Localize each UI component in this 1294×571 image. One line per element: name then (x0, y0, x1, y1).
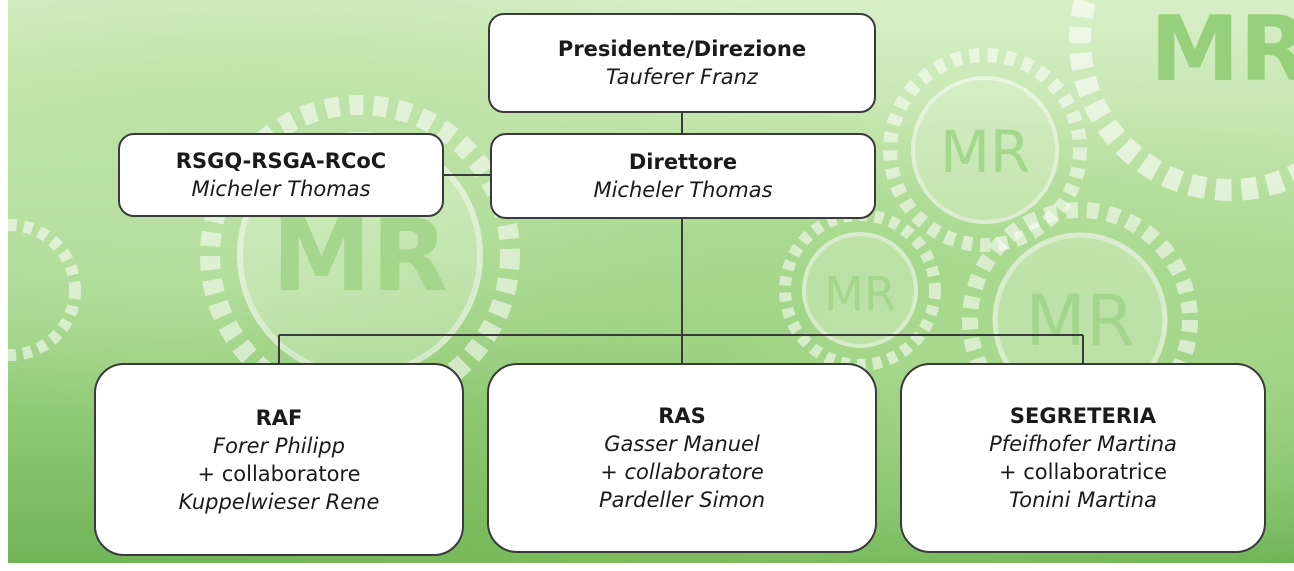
logo-badge-right-top (883, 48, 1087, 252)
director-name: Micheler Thomas (593, 178, 773, 202)
ras-box: RAS Gasser Manuel + collaboratore Pardel… (487, 363, 877, 553)
quality-name: Micheler Thomas (191, 177, 371, 201)
ras-name: Gasser Manuel (604, 432, 760, 456)
logo-text-top-right: MR (1150, 0, 1294, 102)
quality-role: RSGQ-RSGA-RCoC (175, 149, 387, 173)
segreteria-box: SEGRETERIA Pfeifhofer Martina + collabor… (900, 363, 1266, 553)
president-role: Presidente/Direzione (557, 37, 807, 61)
raf-name: Forer Philipp (213, 433, 345, 458)
frame-bottom-edge (0, 563, 1294, 571)
raf-assistant-label: + collaboratore (197, 461, 361, 486)
logo-badge-left-edge (0, 219, 81, 361)
logo-text-right-middle: MR (824, 267, 896, 321)
director-box: Direttore Micheler Thomas (490, 133, 876, 219)
president-box: Presidente/Direzione Tauferer Franz (488, 13, 876, 113)
director-role: Direttore (628, 150, 738, 174)
ras-assistant-name: Pardeller Simon (598, 488, 766, 512)
raf-role: RAF (255, 405, 303, 430)
raf-assistant-name: Kuppelwieser Rene (178, 489, 380, 514)
quality-box: RSGQ-RSGA-RCoC Micheler Thomas (118, 133, 444, 217)
logo-badge-top-right (1069, 0, 1294, 201)
segreteria-assistant-name: Tonini Martina (1009, 488, 1157, 512)
raf-box: RAF Forer Philipp + collaboratore Kuppel… (94, 363, 464, 556)
logo-text-right-top: MR (940, 118, 1030, 186)
segreteria-assistant-label: + collaboratrice (998, 460, 1168, 484)
ras-role: RAS (658, 404, 706, 428)
segreteria-name: Pfeifhofer Martina (989, 432, 1177, 456)
president-name: Tauferer Franz (606, 65, 758, 89)
segreteria-role: SEGRETERIA (1009, 404, 1157, 428)
frame-left-edge (0, 0, 8, 571)
logo-text-right-lower: MR (1025, 280, 1134, 362)
ras-assistant-label: + collaboratore (600, 460, 764, 484)
